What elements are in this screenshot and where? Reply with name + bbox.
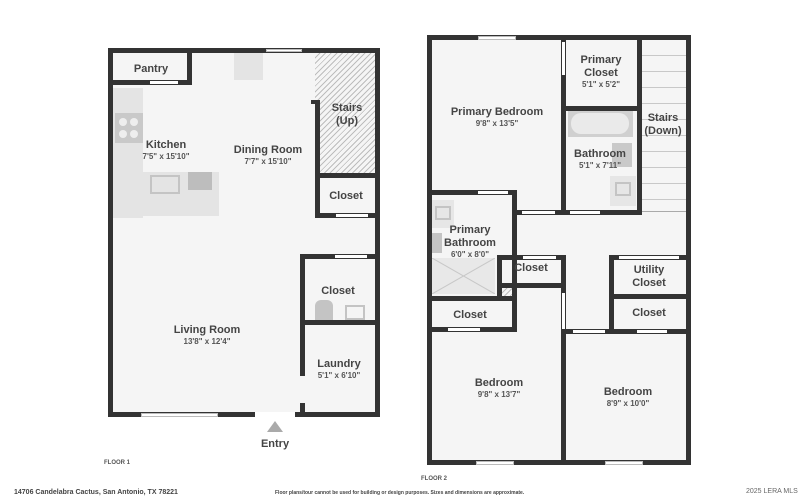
bathtub-icon — [568, 110, 633, 137]
room-label-closet: Closet — [329, 190, 363, 202]
sink-icon — [150, 175, 180, 194]
closet-door[interactable] — [523, 256, 556, 259]
window — [141, 413, 218, 417]
utility-door[interactable] — [619, 256, 679, 259]
wall — [427, 190, 517, 195]
window — [478, 36, 516, 40]
sink-icon — [345, 305, 365, 320]
bedroom-door[interactable] — [562, 293, 565, 333]
closet-door[interactable] — [562, 42, 565, 75]
wall — [609, 294, 691, 299]
wall — [427, 35, 432, 465]
stairs-edge — [642, 211, 686, 212]
fridge-icon — [234, 53, 263, 80]
entry-arrow-icon — [267, 421, 283, 432]
room-label-stairs-up: Stairs(Up) — [331, 102, 363, 127]
wall — [512, 296, 517, 332]
disclaimer: Floor plans/tour cannot be used for buil… — [275, 490, 525, 496]
primary-bathroom-door[interactable] — [478, 191, 508, 194]
wall — [561, 255, 566, 288]
entry-label: Entry — [260, 438, 290, 450]
wall — [300, 254, 305, 376]
stove-icon — [115, 113, 143, 143]
entry-door-opening[interactable] — [255, 412, 295, 417]
wall — [108, 412, 380, 417]
room-label-closet: Closet — [514, 262, 548, 274]
toilet-icon — [612, 143, 632, 167]
hatch-block — [502, 288, 512, 296]
closet-door[interactable] — [335, 255, 367, 258]
shower-icon — [432, 258, 495, 294]
wall — [497, 283, 565, 288]
window — [605, 461, 643, 465]
pantry-door[interactable] — [150, 81, 178, 84]
property-address: 14706 Candelabra Cactus, San Antonio, TX… — [14, 489, 178, 496]
sink-icon — [610, 176, 636, 206]
wall — [311, 100, 320, 104]
wall — [427, 296, 517, 301]
wall — [187, 48, 192, 85]
wall — [108, 80, 191, 85]
wall — [375, 48, 380, 417]
wall — [108, 48, 380, 53]
stairs-up-hatch — [315, 53, 375, 176]
room-label-stairs-down: Stairs(Down) — [644, 112, 682, 137]
closet-door[interactable] — [637, 330, 667, 333]
wall — [497, 255, 502, 301]
room-label-closet: Closet — [321, 285, 355, 297]
floor-1-label: FLOOR 1 — [104, 460, 131, 466]
stairs-down-treads — [642, 40, 686, 212]
wall — [315, 100, 320, 218]
bathroom-door[interactable] — [570, 211, 600, 214]
window — [476, 461, 514, 465]
wall — [427, 35, 691, 40]
wall — [637, 35, 642, 215]
copyright: 2025 LERA MLS — [746, 488, 798, 495]
door[interactable] — [522, 211, 555, 214]
room-label-pantry: Pantry — [133, 63, 169, 75]
toilet-icon — [432, 233, 442, 253]
wall — [561, 35, 566, 215]
wall — [512, 190, 517, 300]
wall — [561, 329, 691, 334]
room-label-closet: Closet — [453, 309, 487, 321]
wall — [686, 35, 691, 465]
sink-icon — [432, 200, 454, 228]
wall — [315, 173, 380, 178]
wall — [108, 48, 113, 417]
wall — [427, 460, 691, 465]
dishwasher-icon — [188, 172, 212, 190]
wall — [300, 403, 305, 417]
closet-door[interactable] — [448, 328, 480, 331]
toilet-icon — [315, 300, 333, 320]
room-label-closet: Closet — [632, 307, 666, 319]
wall — [561, 106, 642, 111]
wall — [561, 288, 566, 465]
bedroom-door[interactable] — [573, 330, 605, 333]
window — [266, 49, 302, 52]
closet-door[interactable] — [336, 214, 368, 217]
wall — [300, 320, 380, 325]
floor-2-label: FLOOR 2 — [421, 476, 448, 482]
